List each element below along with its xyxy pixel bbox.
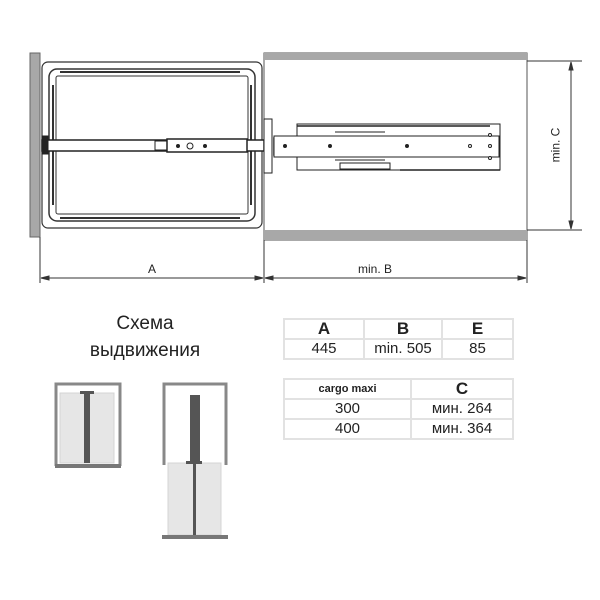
cargo-c: мин. 264 [410,398,514,420]
header-cargo: cargo maxi [283,378,412,400]
scheme-title-line1: Схема [116,313,174,334]
dimension-lines [39,60,582,283]
dimension-b-label: min. B [358,262,393,276]
cargo-c: мин. 364 [410,418,514,440]
cargo-size: 400 [283,418,412,440]
header-e: E [441,318,514,340]
facade-panel [29,52,41,238]
table-row: 445 min. 505 85 [283,338,514,360]
dimension-a-label: A [148,262,157,276]
table-row: 300 мин. 264 [283,398,514,420]
scheme-title-line2: выдвижения [89,340,201,361]
table-header-row: A B E [283,318,514,340]
scheme-extended [162,382,228,539]
dimension-c-label: min. C [548,127,563,163]
value-a: 445 [283,338,365,360]
basket-rail [41,135,265,155]
cargo-table: cargo maxi C 300 мин. 264 400 мин. 364 [283,378,514,440]
header-b: B [363,318,443,340]
table-header-row: cargo maxi C [283,378,514,400]
cargo-size: 300 [283,398,412,420]
value-e: 85 [441,338,514,360]
table-row: 400 мин. 364 [283,418,514,440]
scheme-closed [54,382,122,468]
header-c: C [410,378,514,400]
header-a: A [283,318,365,340]
dimensions-table: A B E 445 min. 505 85 [283,318,514,360]
runner [263,118,501,174]
value-b: min. 505 [363,338,443,360]
